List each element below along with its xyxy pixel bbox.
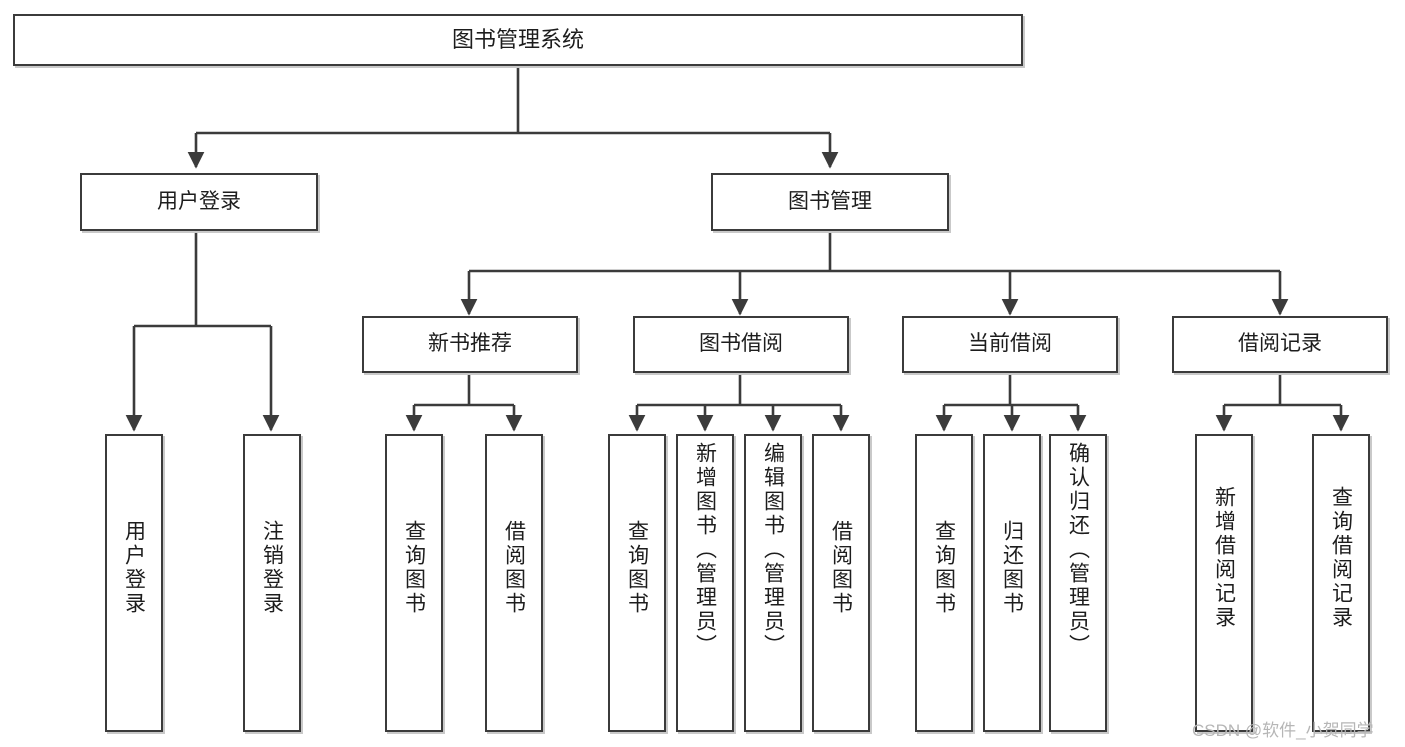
node-label: 注销登录	[260, 520, 284, 616]
leaf-add-book-admin[interactable]: 新增图书（管理员）	[676, 434, 734, 732]
leaf-borrow-books-recommend[interactable]: 借阅图书	[485, 434, 543, 732]
node-book-borrow[interactable]: 图书借阅	[633, 316, 849, 373]
csdn-watermark: CSDN @软件_小贺同学	[1192, 721, 1374, 740]
node-label: 借阅图书	[502, 520, 526, 616]
leaf-query-books-borrow[interactable]: 查询图书	[608, 434, 666, 732]
node-label: 新增图书（管理员）	[693, 442, 717, 658]
node-label: 图书借阅	[699, 332, 783, 356]
leaf-user-login[interactable]: 用户登录	[105, 434, 163, 732]
node-label: 图书管理系统	[451, 27, 584, 53]
node-label: 用户登录	[157, 189, 241, 213]
leaf-borrow-books[interactable]: 借阅图书	[812, 434, 870, 732]
node-label: 新书推荐	[428, 332, 512, 356]
node-label: 查询借阅记录	[1329, 486, 1353, 630]
leaf-query-borrow-record[interactable]: 查询借阅记录	[1312, 434, 1370, 732]
node-new-book-recommend[interactable]: 新书推荐	[362, 316, 578, 373]
node-label: 图书管理	[788, 189, 872, 213]
leaf-user-logout[interactable]: 注销登录	[243, 434, 301, 732]
node-label: 当前借阅	[968, 332, 1052, 356]
node-user-login[interactable]: 用户登录	[80, 173, 318, 231]
leaf-return-books[interactable]: 归还图书	[983, 434, 1041, 732]
leaf-query-books-current[interactable]: 查询图书	[915, 434, 973, 732]
node-book-management[interactable]: 图书管理	[711, 173, 949, 231]
node-label: 编辑图书（管理员）	[761, 442, 785, 658]
node-label: 借阅图书	[829, 520, 853, 616]
node-label: 确认归还（管理员）	[1066, 442, 1090, 658]
node-label: 查询图书	[625, 520, 649, 616]
node-current-borrow[interactable]: 当前借阅	[902, 316, 1118, 373]
node-label: 用户登录	[122, 520, 146, 616]
node-label: 查询图书	[932, 520, 956, 616]
leaf-query-books-recommend[interactable]: 查询图书	[385, 434, 443, 732]
leaf-confirm-return-admin[interactable]: 确认归还（管理员）	[1049, 434, 1107, 732]
node-label: 归还图书	[1000, 520, 1024, 616]
node-label: 查询图书	[402, 520, 426, 616]
leaf-edit-book-admin[interactable]: 编辑图书（管理员）	[744, 434, 802, 732]
node-label: 借阅记录	[1238, 332, 1322, 356]
node-root-book-management-system[interactable]: 图书管理系统	[13, 14, 1023, 66]
node-label: 新增借阅记录	[1212, 486, 1236, 630]
leaf-add-borrow-record[interactable]: 新增借阅记录	[1195, 434, 1253, 732]
node-borrow-record[interactable]: 借阅记录	[1172, 316, 1388, 373]
